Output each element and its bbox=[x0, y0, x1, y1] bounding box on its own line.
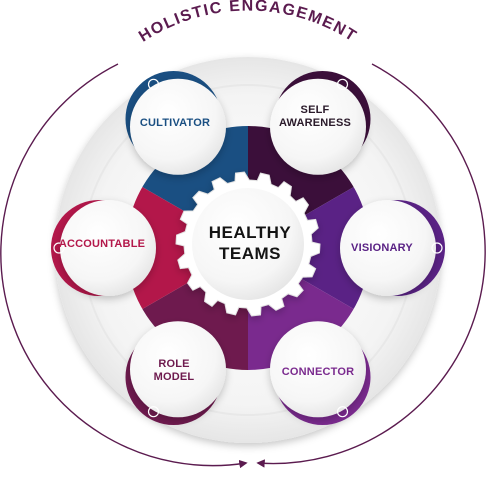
center-title-line2: TEAMS bbox=[219, 244, 281, 263]
page-title: HOLISTIC ENGAGEMENT bbox=[136, 0, 358, 46]
node-visionary bbox=[340, 200, 445, 296]
node-label-line1: VISIONARY bbox=[351, 242, 413, 254]
node-label-connector: CONNECTOR bbox=[268, 366, 368, 379]
head-icon bbox=[336, 78, 349, 90]
node-label-line1: ACCOUNTABLE bbox=[58, 238, 146, 250]
plant-icon bbox=[147, 78, 160, 90]
node-label-accountable: ACCOUNTABLE bbox=[52, 238, 152, 251]
network-icon bbox=[336, 406, 349, 418]
node-label-visionary: VISIONARY bbox=[332, 242, 432, 255]
node-circle-accountable bbox=[60, 200, 156, 296]
left-cycle-arrow bbox=[0, 63, 248, 469]
node-label-line1: CONNECTOR bbox=[281, 366, 355, 378]
eye-icon bbox=[431, 242, 443, 254]
node-accountable bbox=[51, 200, 156, 296]
node-circle-role-model bbox=[130, 321, 226, 418]
center-title-line1: HEALTHY bbox=[208, 223, 292, 242]
node-label-line2: AWARENESS bbox=[278, 117, 352, 129]
node-circle-self-awareness bbox=[270, 78, 366, 175]
node-label-cultivator: CULTIVATOR bbox=[125, 117, 225, 130]
page-title-arc: HOLISTIC ENGAGEMENT bbox=[136, 0, 360, 46]
node-label-line2: MODEL bbox=[153, 371, 195, 383]
node-circle-visionary bbox=[340, 200, 436, 296]
node-connector bbox=[270, 321, 371, 426]
right-cycle-arrow bbox=[256, 63, 486, 468]
center-title: HEALTHY TEAMS bbox=[190, 222, 310, 264]
node-circle-cultivator bbox=[130, 78, 226, 175]
node-self-awareness bbox=[270, 70, 371, 175]
node-label-line1: SELF bbox=[300, 104, 330, 116]
node-label-line1: CULTIVATOR bbox=[139, 117, 211, 129]
handshake-icon bbox=[53, 242, 65, 254]
node-role-model bbox=[125, 321, 226, 426]
node-label-line1: ROLE bbox=[158, 358, 190, 370]
center-hub-face bbox=[192, 188, 304, 300]
person-icon bbox=[147, 406, 160, 418]
node-circle-connector bbox=[270, 321, 366, 418]
node-cultivator bbox=[125, 70, 226, 175]
